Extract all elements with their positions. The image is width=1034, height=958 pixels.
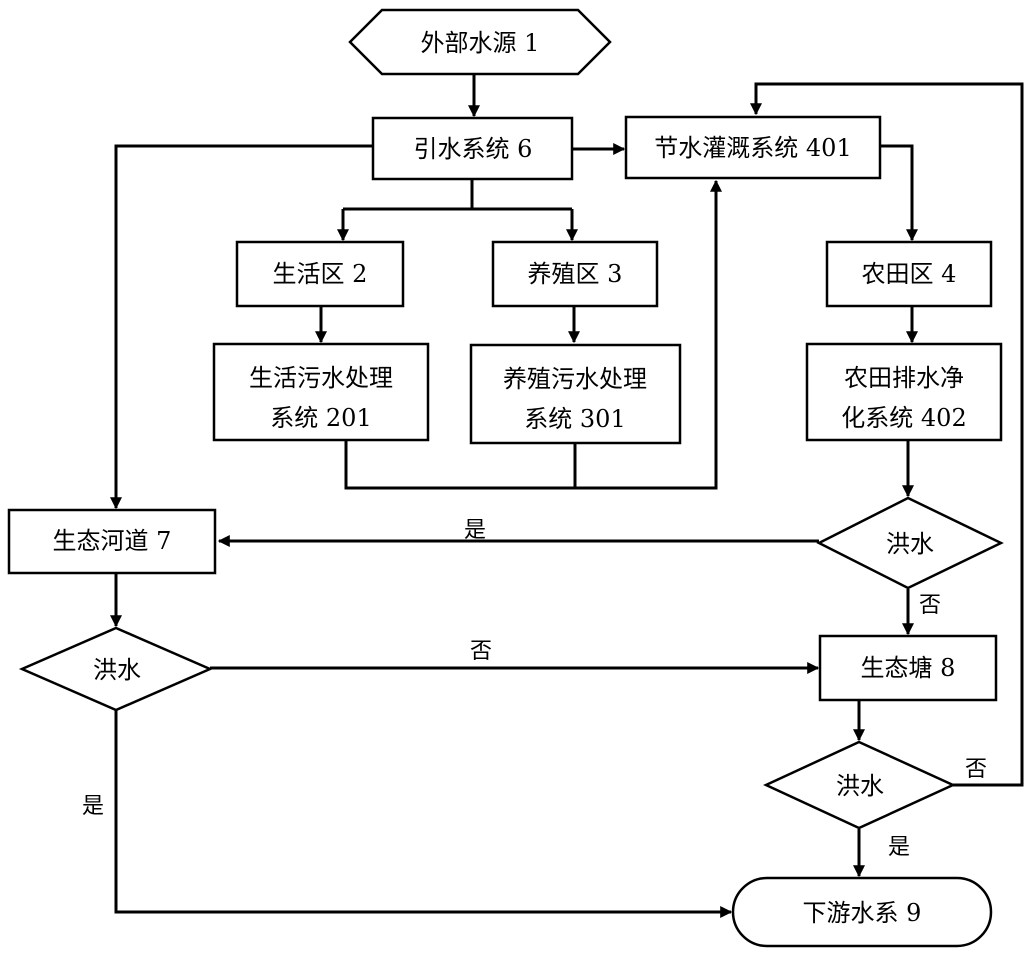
flood-decision-bottom: 洪水: [763, 740, 957, 830]
living-area-node: 生活区 2: [235, 240, 405, 308]
flood-left-no-label: 否: [470, 639, 492, 664]
eco-pond-node: 生态塘 8: [818, 634, 998, 702]
downstream-water-label: 下游水系 9: [803, 899, 922, 927]
edge-labels: 是 否 否 是 否 是: [82, 518, 987, 860]
external-source-label: 外部水源 1: [421, 29, 540, 57]
living-area-label: 生活区 2: [273, 260, 368, 288]
eco-river-label: 生态河道 7: [53, 527, 172, 555]
farmland-drain-purification-node: 农田排水净 化系统 402: [805, 342, 1003, 442]
flood-right-yes-label: 是: [464, 518, 486, 543]
drain-purification-label-line2: 化系统 402: [841, 404, 966, 432]
arrow-irrigation-to-farmland: [880, 144, 918, 242]
breeding-area-label: 养殖区 3: [528, 260, 623, 288]
sewage-treatment-node: 生活污水处理 系统 201: [212, 342, 430, 442]
flood-bottom-yes-label: 是: [888, 835, 910, 860]
flood-decision-bottom-label: 洪水: [836, 772, 884, 800]
sewage-treatment-label-line2: 系统 201: [270, 404, 371, 432]
downstream-water-node: 下游水系 9: [731, 876, 993, 948]
breeding-area-node: 养殖区 3: [491, 240, 659, 308]
irrigation-system-label: 节水灌溉系统 401: [654, 134, 851, 162]
diversion-system-node: 引水系统 6: [371, 116, 574, 181]
irrigation-system-node: 节水灌溉系统 401: [624, 115, 882, 180]
sewage-treatment-label-line1: 生活污水处理: [249, 364, 393, 392]
eco-pond-label: 生态塘 8: [861, 654, 956, 682]
flood-decision-right-label: 洪水: [886, 530, 934, 558]
breeding-sewage-label-line1: 养殖污水处理: [503, 365, 647, 393]
breeding-sewage-treatment-node: 养殖污水处理 系统 301: [469, 343, 682, 445]
flood-left-yes-label: 是: [82, 794, 104, 819]
flood-right-no-label: 否: [919, 593, 941, 618]
farmland-area-node: 农田区 4: [825, 240, 993, 308]
arrow-sewage-to-irrigation: [344, 179, 722, 490]
flood-bottom-no-label: 否: [965, 757, 987, 782]
diversion-system-label: 引水系统 6: [414, 135, 533, 163]
arrow-diversion-to-eco-river: [110, 144, 373, 510]
connectors: [110, 73, 1024, 918]
arrow-flood-left-yes-to-downstream: [114, 710, 733, 918]
eco-river-node: 生态河道 7: [7, 508, 217, 575]
farmland-area-label: 农田区 4: [862, 260, 957, 288]
external-source-node: 外部水源 1: [348, 8, 612, 76]
flood-decision-right: 洪水: [816, 496, 1004, 590]
breeding-sewage-label-line2: 系统 301: [524, 405, 625, 433]
flood-decision-left-label: 洪水: [93, 656, 141, 684]
flood-decision-left: 洪水: [18, 626, 214, 712]
arrow-flood-bottom-no-to-irrigation: [750, 82, 1024, 787]
drain-purification-label-line1: 农田排水净: [844, 364, 964, 392]
